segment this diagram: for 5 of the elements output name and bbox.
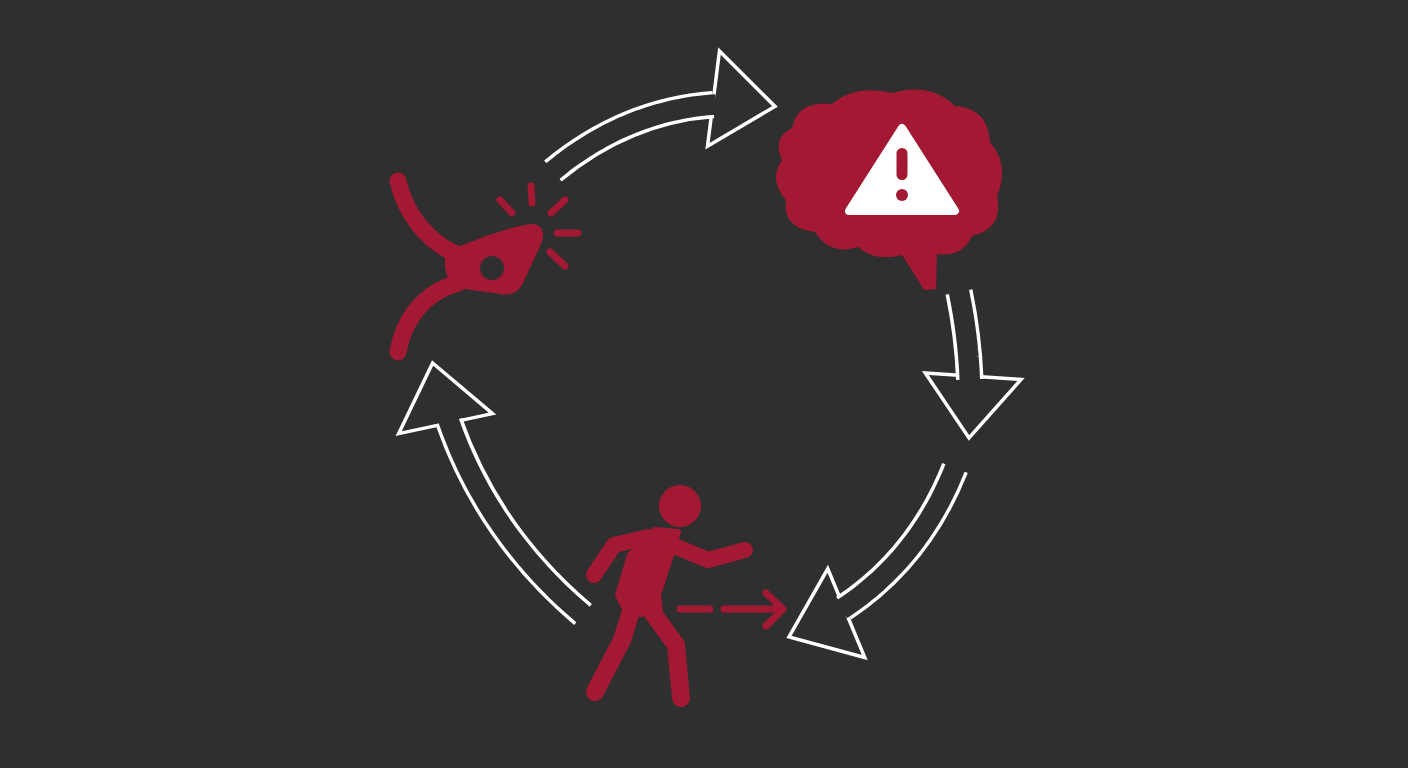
running-person-icon [583,484,789,709]
brain-warning-icon [775,88,1005,292]
neuron-icon [388,171,582,363]
outlined-arrow [922,289,1023,440]
outlined-arrow [398,359,593,625]
